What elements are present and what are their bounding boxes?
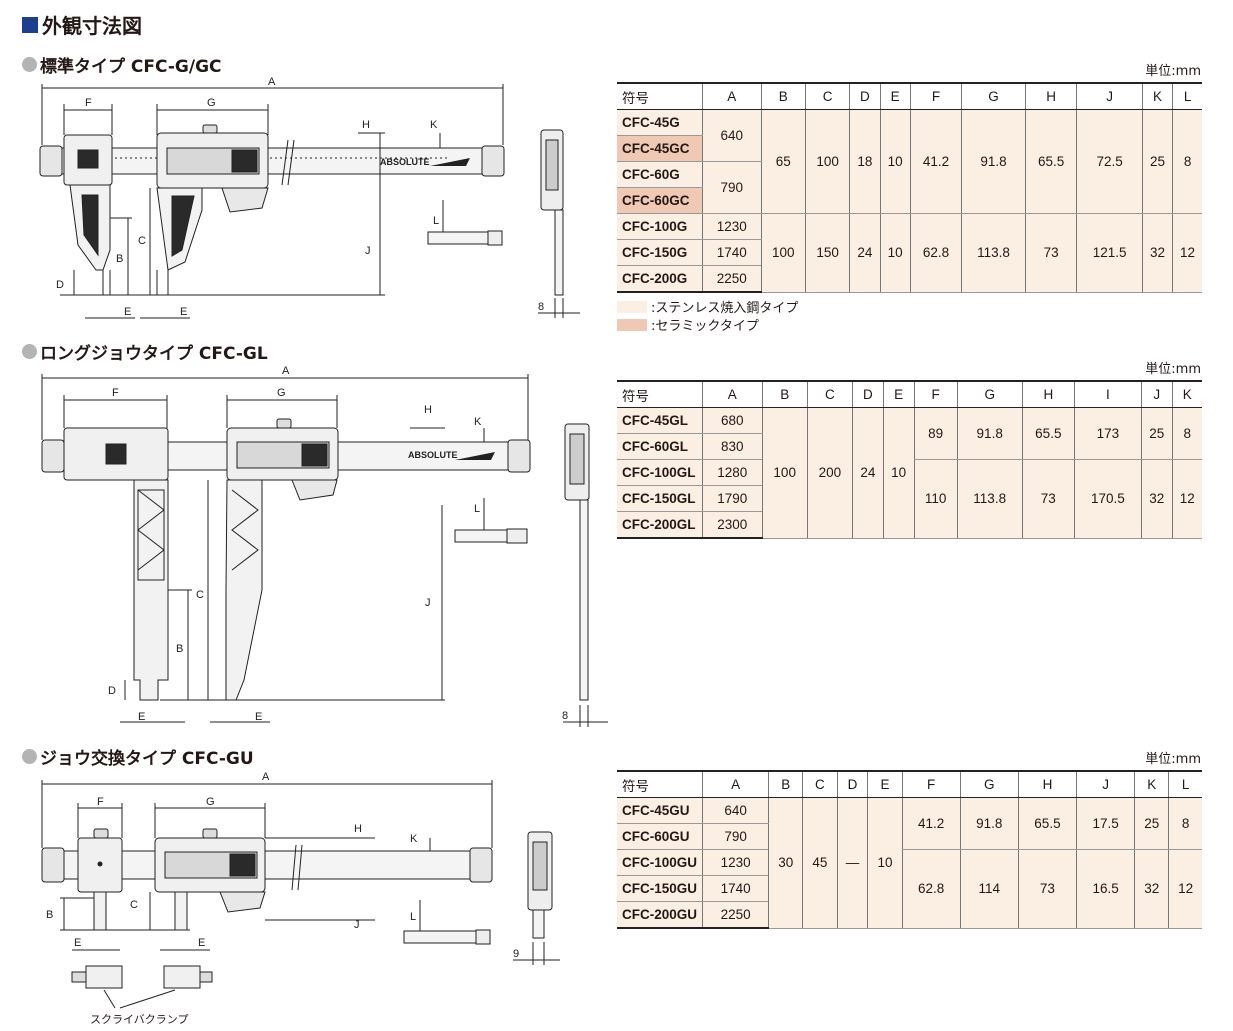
dim-label-l: L bbox=[474, 503, 480, 515]
dim-label-j: J bbox=[354, 919, 360, 931]
dim-label-l: L bbox=[410, 911, 416, 923]
table-row: CFC-60GC bbox=[617, 187, 1202, 214]
dim-label-h: H bbox=[362, 119, 370, 131]
dim-label-c: C bbox=[130, 899, 138, 911]
spec-table-interchangeable: 符号 A B C D E F G H J K L CFC-45GU 640 30… bbox=[617, 770, 1202, 929]
bullet-icon bbox=[22, 344, 37, 359]
table-header-row: 符号 A B C D E F G H J K L bbox=[617, 771, 1202, 798]
table-row: CFC-100GU 1230 62.8 114 73 16.5 32 12 bbox=[617, 849, 1202, 929]
table-row: CFC-45GC bbox=[617, 135, 1202, 162]
section-title-long-jaw: ロングジョウタイプ CFC-GL bbox=[22, 339, 268, 364]
dim-label-d: D bbox=[56, 279, 64, 291]
scriber-clamp-label: スクライバクランプ bbox=[90, 1013, 189, 1026]
dim-label-e: E bbox=[138, 711, 145, 723]
dim-label-f: F bbox=[112, 387, 119, 399]
section-title-standard: 標準タイプ CFC-G/GC bbox=[22, 52, 222, 77]
dim-label-e: E bbox=[124, 306, 131, 318]
caliper-drawing-standard: A F G ABSOLUTE B C D E E bbox=[39, 76, 580, 319]
legend-swatch bbox=[617, 318, 647, 331]
dim-label-l: L bbox=[433, 215, 439, 227]
unit-label: 単位:mm bbox=[1145, 362, 1201, 377]
side-thickness-label: 8 bbox=[538, 301, 544, 313]
dim-label-g: G bbox=[206, 796, 215, 808]
spec-table-long-jaw: 符号 A B C D E F G H I J K CFC-45GL 680 10… bbox=[617, 380, 1202, 539]
table-row: CFC-45GU 640 30 45 — 10 41.2 91.8 65.5 1… bbox=[617, 797, 1202, 929]
unit-label: 単位:mm bbox=[1145, 64, 1201, 79]
table-row: CFC-45GL 680 100 200 24 10 89 91.8 65.5 … bbox=[617, 407, 1202, 539]
dim-label-b: B bbox=[46, 909, 53, 921]
dim-label-k: K bbox=[410, 833, 418, 845]
dim-label-h: H bbox=[424, 404, 432, 416]
caliper-drawing-long-jaw: A F G ABSOLUTE B C D E E H bbox=[41, 365, 608, 727]
table-row: CFC-100G 1230 100 150 24 10 62.8 113.8 7… bbox=[617, 213, 1202, 293]
table-header-row: 符号 A B C D E F G H J K L bbox=[617, 83, 1202, 110]
dim-label-b: B bbox=[176, 643, 183, 655]
dim-label-e: E bbox=[74, 937, 81, 949]
side-thickness-label: 8 bbox=[562, 710, 568, 722]
dim-label-k: K bbox=[474, 416, 482, 428]
dim-label-e: E bbox=[198, 937, 205, 949]
dim-label-c: C bbox=[196, 589, 204, 601]
page-title: 外観寸法図 bbox=[22, 10, 142, 39]
unit-label: 単位:mm bbox=[1145, 752, 1201, 767]
side-thickness-label: 9 bbox=[513, 948, 519, 960]
table-row: CFC-45G 640 65 100 18 10 41.2 91.8 65.5 … bbox=[617, 109, 1202, 214]
table-row: CFC-100GL 1280 110 113.8 73 170.5 32 12 bbox=[617, 459, 1202, 539]
table-header-row: 符号 A B C D E F G H I J K bbox=[617, 381, 1202, 408]
dim-label-h: H bbox=[354, 823, 362, 835]
dim-label-g: G bbox=[207, 97, 216, 109]
dim-label-a: A bbox=[282, 365, 290, 377]
dim-label-j: J bbox=[425, 597, 431, 609]
dim-label-f: F bbox=[85, 97, 92, 109]
dim-label-e: E bbox=[180, 306, 187, 318]
dim-label-k: K bbox=[430, 119, 438, 131]
dim-label-b: B bbox=[116, 253, 123, 265]
legend-item-stainless: :ステンレス焼入鋼タイプ bbox=[617, 297, 798, 316]
dim-label-d: D bbox=[108, 685, 116, 697]
section-title-interchangeable: ジョウ交換タイプ CFC-GU bbox=[22, 744, 254, 769]
legend-swatch bbox=[617, 300, 647, 313]
legend-item-ceramic: :セラミックタイプ bbox=[617, 315, 759, 334]
caliper-drawing-interchangeable: A F G B C E E H K J L bbox=[41, 771, 560, 1009]
title-square-icon bbox=[22, 16, 38, 33]
dim-label-a: A bbox=[262, 771, 270, 783]
dim-label-g: G bbox=[277, 387, 286, 399]
brand-logo-text: ABSOLUTE bbox=[408, 450, 458, 460]
spec-table-standard: 符号 A B C D E F G H J K L CFC-45G 640 65 … bbox=[617, 82, 1202, 293]
bullet-icon bbox=[22, 57, 37, 72]
dim-label-j: J bbox=[365, 245, 371, 257]
dim-label-f: F bbox=[97, 796, 104, 808]
dim-label-a: A bbox=[268, 76, 276, 88]
bullet-icon bbox=[22, 749, 37, 764]
brand-logo-text: ABSOLUTE bbox=[380, 157, 430, 167]
dim-label-e: E bbox=[255, 711, 262, 723]
dim-label-c: C bbox=[138, 235, 146, 247]
